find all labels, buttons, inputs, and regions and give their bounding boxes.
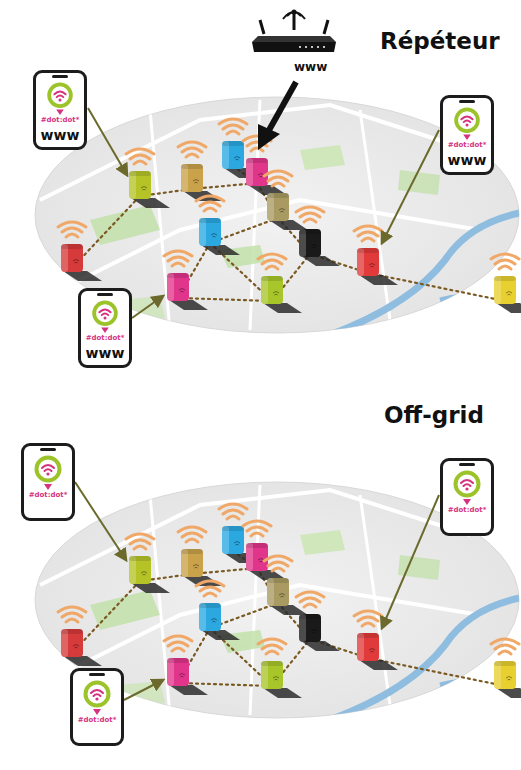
phone-box: #dot:dot* (21, 443, 75, 521)
app-logo (451, 470, 483, 506)
app-name: #dot:dot* (29, 491, 68, 500)
app-name: #dot:dot* (448, 506, 487, 515)
app-logo (44, 82, 76, 116)
phone-box: #dot:dot* (70, 668, 124, 746)
app-name: #dot:dot* (448, 141, 487, 150)
router-label: www (294, 60, 327, 74)
app-logo (89, 300, 121, 334)
panel-heading: Off-grid (384, 402, 484, 428)
app-logo (32, 455, 64, 491)
phone-box: #dot:dot* www (440, 95, 494, 175)
phone-box: #dot:dot* www (78, 288, 132, 368)
app-name: #dot:dot* (41, 116, 80, 125)
phone-box: #dot:dot* (440, 458, 494, 536)
web-label: www (86, 345, 125, 361)
app-name: #dot:dot* (86, 334, 125, 343)
phone-box: #dot:dot* www (33, 70, 87, 150)
panel-heading: Répéteur (380, 28, 500, 54)
web-label: www (41, 127, 80, 143)
router-box: www (250, 8, 340, 80)
web-label: www (448, 152, 487, 168)
app-logo (81, 680, 113, 716)
app-logo (451, 107, 483, 141)
router-symbol (250, 8, 336, 60)
app-name: #dot:dot* (78, 716, 117, 725)
